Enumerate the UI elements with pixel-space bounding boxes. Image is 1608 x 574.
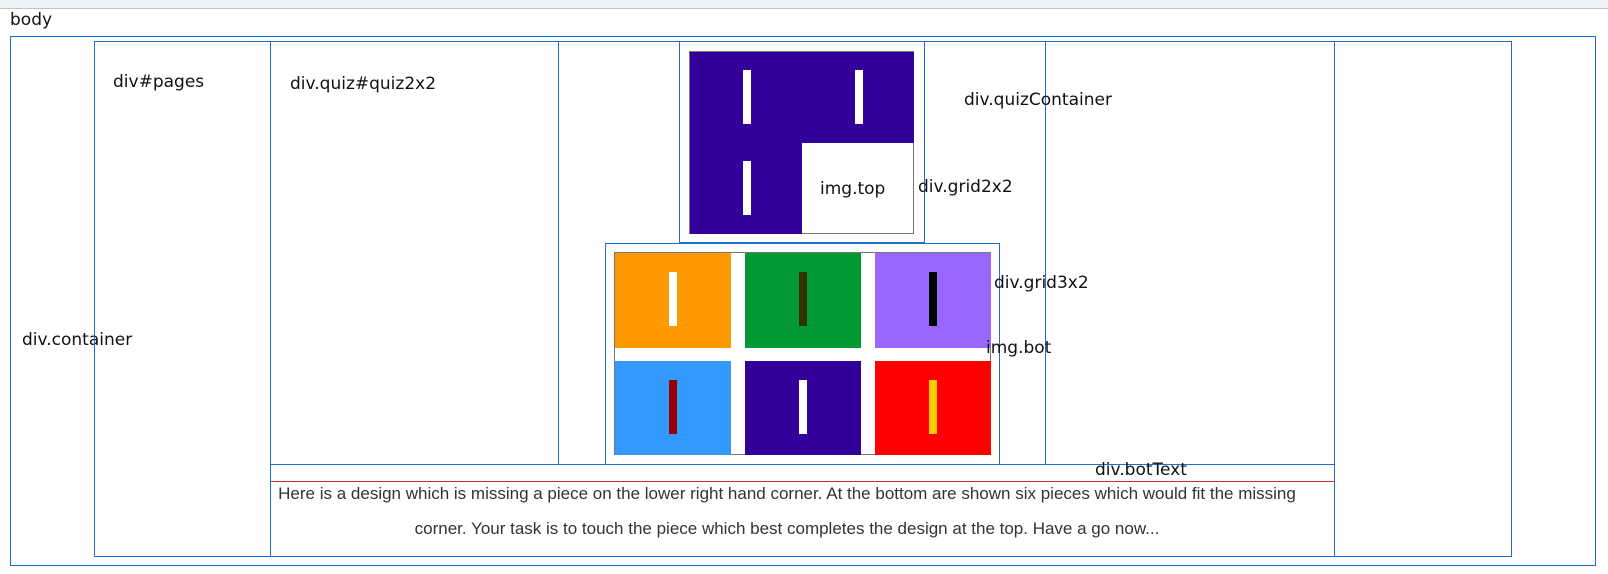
bottext-divider bbox=[271, 481, 1334, 482]
piece-bar bbox=[929, 272, 937, 326]
container-label: div.container bbox=[22, 330, 133, 350]
piece-2[interactable] bbox=[745, 253, 861, 348]
piece-bar bbox=[929, 380, 937, 434]
answer-pieces-image bbox=[614, 252, 991, 455]
piece-5[interactable] bbox=[745, 361, 861, 455]
piece-bar bbox=[669, 380, 677, 434]
piece-bar bbox=[799, 272, 807, 326]
bottext-box bbox=[270, 464, 1335, 557]
container-box bbox=[10, 36, 1596, 566]
img-bot-label: img.bot bbox=[986, 338, 1052, 358]
piece-3[interactable] bbox=[875, 253, 991, 348]
piece-bar bbox=[799, 380, 807, 434]
body-label: body bbox=[10, 10, 53, 30]
design-cell-top-right bbox=[802, 52, 914, 143]
grid2x2-box bbox=[679, 41, 925, 243]
quiz-container-label: div.quizContainer bbox=[964, 90, 1112, 110]
top-design-image: img.top bbox=[689, 51, 914, 234]
grid2x2-label: div.grid2x2 bbox=[918, 177, 1013, 197]
white-bar bbox=[743, 161, 751, 215]
browser-top-bar bbox=[0, 0, 1608, 9]
grid3x2-label: div.grid3x2 bbox=[994, 273, 1089, 293]
piece-1[interactable] bbox=[615, 253, 731, 348]
piece-4[interactable] bbox=[615, 361, 731, 455]
pages-label: div#pages bbox=[113, 72, 205, 92]
quiz-label: div.quiz#quiz2x2 bbox=[290, 74, 437, 94]
piece-bar bbox=[669, 272, 677, 326]
bottext-label: div.botText bbox=[1095, 460, 1187, 480]
instructions-text: Here is a design which is missing a piec… bbox=[278, 484, 1296, 538]
img-top-label: img.top bbox=[820, 179, 886, 199]
white-bar bbox=[855, 70, 863, 124]
white-bar bbox=[743, 70, 751, 124]
design-cell-bottom-left bbox=[690, 143, 802, 234]
piece-6[interactable] bbox=[875, 361, 991, 455]
design-cell-top-left bbox=[690, 52, 802, 143]
